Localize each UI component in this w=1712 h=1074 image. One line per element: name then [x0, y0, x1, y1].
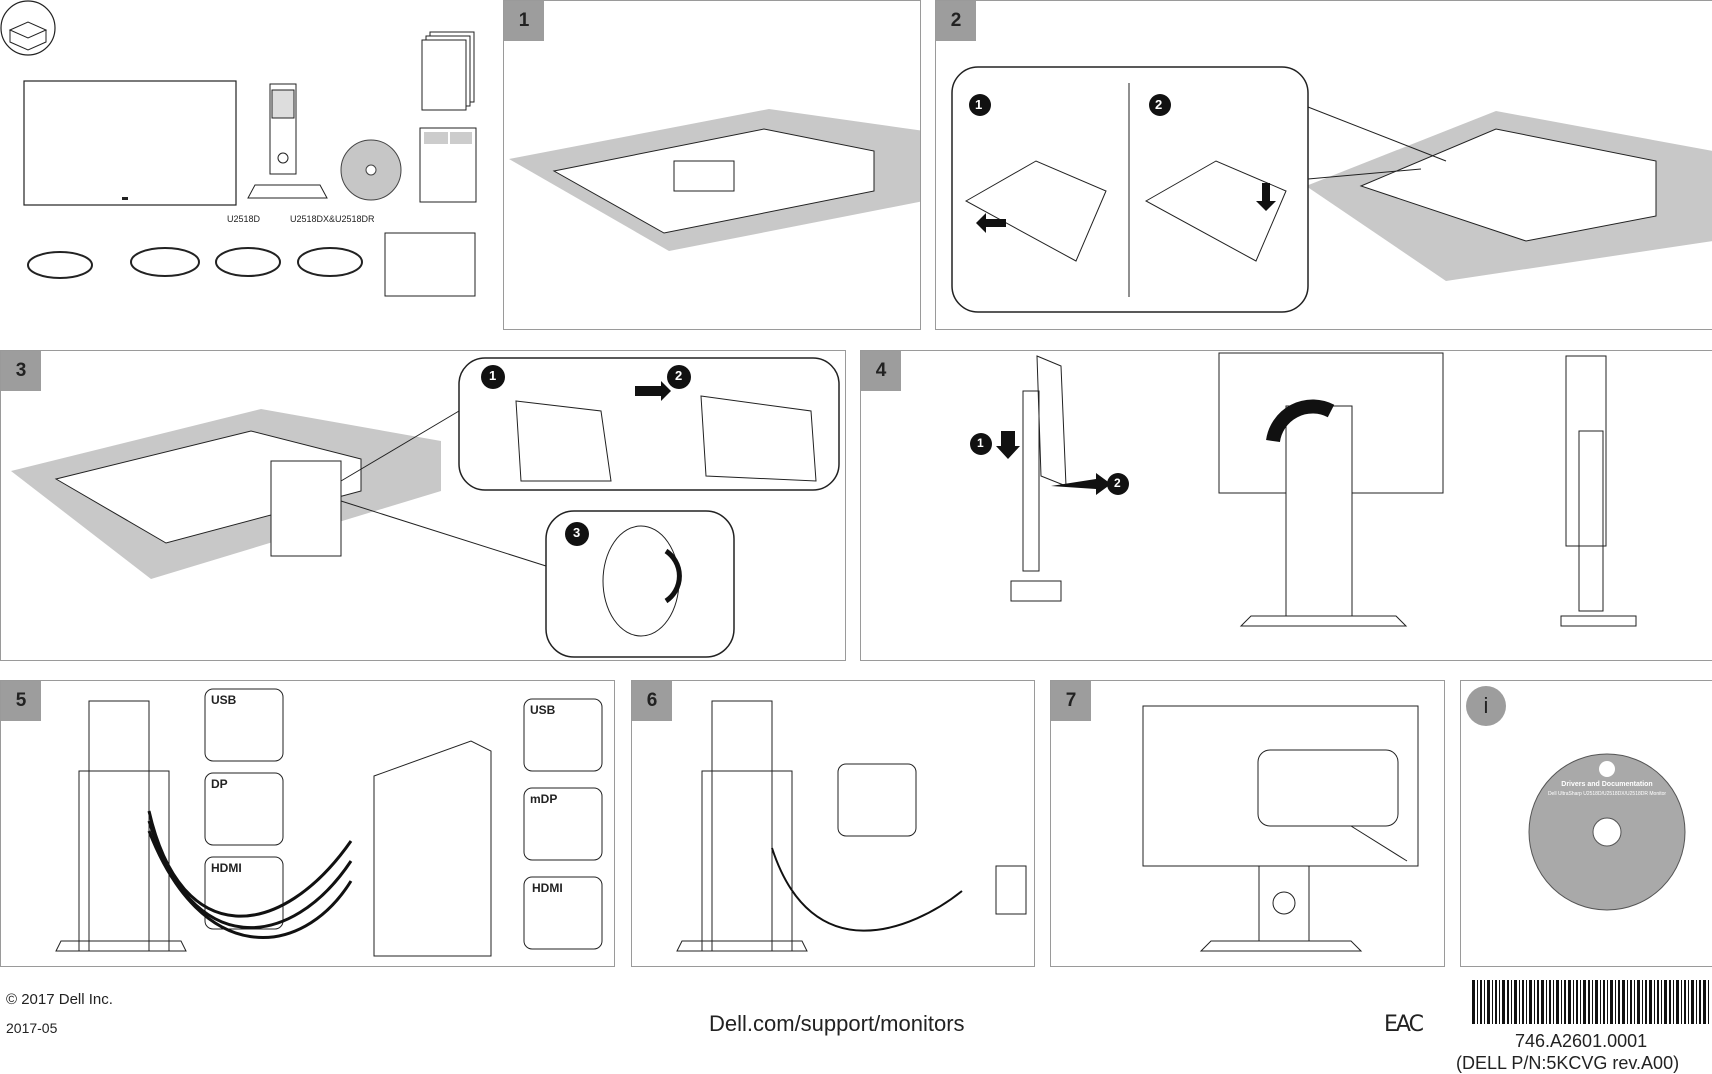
substep-badge-2: 2: [1155, 97, 1163, 112]
computer-port-usb: USB: [530, 703, 556, 717]
step-number-6: 6: [632, 681, 672, 721]
step-number-2: 2: [936, 1, 976, 41]
step-number-3: 3: [1, 351, 41, 391]
connect-cables-illustration: [55, 688, 603, 957]
attach-stand-illustration: [951, 66, 1712, 313]
label-u2518dx: U2518DX&U2518DR: [290, 214, 375, 224]
power-cable-illustration: [676, 700, 1027, 952]
panel-step-7: 7: [1050, 680, 1445, 967]
substep-badge-4-2: 2: [1114, 476, 1121, 490]
monitor-port-dp: DP: [211, 777, 228, 791]
panel-step-5: 5 USB DP HDMI USB mDP HDMI: [0, 680, 615, 967]
monitor-port-usb: USB: [211, 693, 237, 707]
copyright: © 2017 Dell Inc.: [6, 991, 113, 1008]
panel-info: i Drivers and Documentation Dell UltraSh…: [1460, 680, 1712, 967]
substep-badge-3-2: 2: [675, 368, 683, 383]
panel-step-1: 1: [503, 0, 921, 330]
substep-badge-3-3: 3: [573, 525, 581, 540]
dell-pn: (DELL P/N:5KCVG rev.A00): [1456, 1053, 1680, 1073]
info-icon: i: [1483, 693, 1489, 718]
secure-stand-illustration: [11, 357, 840, 658]
computer-port-hdmi: HDMI: [532, 881, 563, 895]
computer-port-mdp: mDP: [530, 792, 558, 806]
monitor-face-down-illustration: [509, 109, 920, 251]
step-number-5: 5: [1, 681, 41, 721]
drivers-cd-illustration: [1528, 753, 1686, 911]
step-number-4: 4: [861, 351, 901, 391]
panel-step-4: 4 1 2: [860, 350, 1712, 661]
step-number-7: 7: [1051, 681, 1091, 721]
box-contents-area: U2518D U2518DX&U2518DR: [0, 0, 495, 330]
print-date: 2017-05: [6, 1020, 58, 1036]
substep-badge-3-1: 1: [489, 368, 497, 383]
label-u2518d: U2518D: [227, 214, 261, 224]
info-badge: i: [1466, 686, 1506, 726]
panel-step-6: 6: [631, 680, 1035, 967]
panel-step-3: 3 1 2 3: [0, 350, 846, 661]
substep-badge-1: 1: [975, 97, 983, 112]
box-contents-illustration: [0, 0, 477, 297]
step-number-1: 1: [504, 1, 544, 41]
barcode: [1472, 980, 1709, 1024]
power-on-illustration: [1142, 705, 1419, 952]
part-number: 746.A2601.0001: [1515, 1031, 1648, 1051]
monitor-port-hdmi: HDMI: [211, 861, 242, 875]
substep-badge-4-1: 1: [977, 436, 984, 450]
support-url: Dell.com/support/monitors: [709, 1011, 965, 1036]
cd-title: Drivers and Documentation: [1561, 781, 1653, 788]
eac-mark: EAC: [1384, 1012, 1424, 1037]
stand-up-monitor-illustration: [970, 352, 1637, 627]
cd-subtitle: Dell UltraSharp U2518D/U2518DX/U2518DR M…: [1547, 791, 1667, 797]
panel-step-2: 2 1 2: [935, 0, 1712, 330]
